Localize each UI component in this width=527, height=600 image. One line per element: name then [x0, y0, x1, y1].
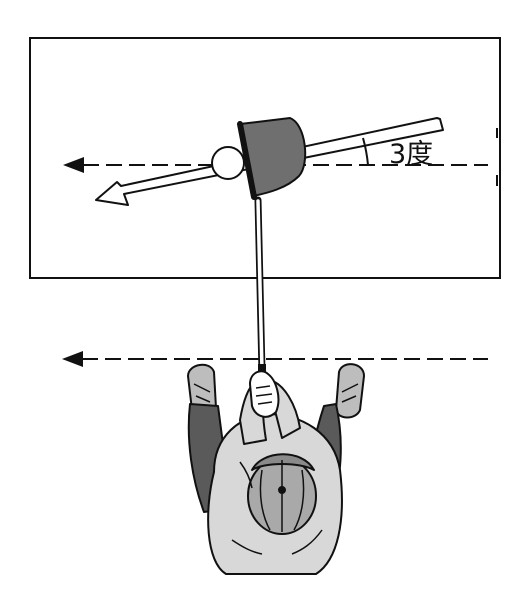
target-line-top	[63, 157, 488, 173]
shaft-fill	[256, 199, 264, 372]
cap-brim	[251, 453, 315, 471]
target-line-feet-arrowhead	[62, 351, 83, 367]
target-line-feet	[62, 351, 488, 367]
angle-label: 3度	[389, 139, 433, 170]
clubface	[237, 121, 257, 200]
cap-seams	[259, 460, 305, 532]
clubhead	[237, 117, 307, 200]
golfer	[187, 363, 365, 575]
shirt-folds	[231, 461, 323, 555]
finger-lines	[255, 385, 273, 405]
right-shoe	[335, 363, 365, 419]
inset-frame	[29, 37, 501, 279]
clubhead-body	[239, 117, 307, 197]
right-shoe-laces	[341, 383, 359, 403]
hands	[249, 370, 280, 418]
cap-button	[278, 486, 286, 494]
target-line-top-arrowhead	[63, 157, 84, 173]
golf-ball	[211, 146, 245, 180]
angle-arc	[362, 137, 369, 166]
left-shoe-laces	[193, 383, 211, 403]
club-shaft	[254, 196, 266, 378]
